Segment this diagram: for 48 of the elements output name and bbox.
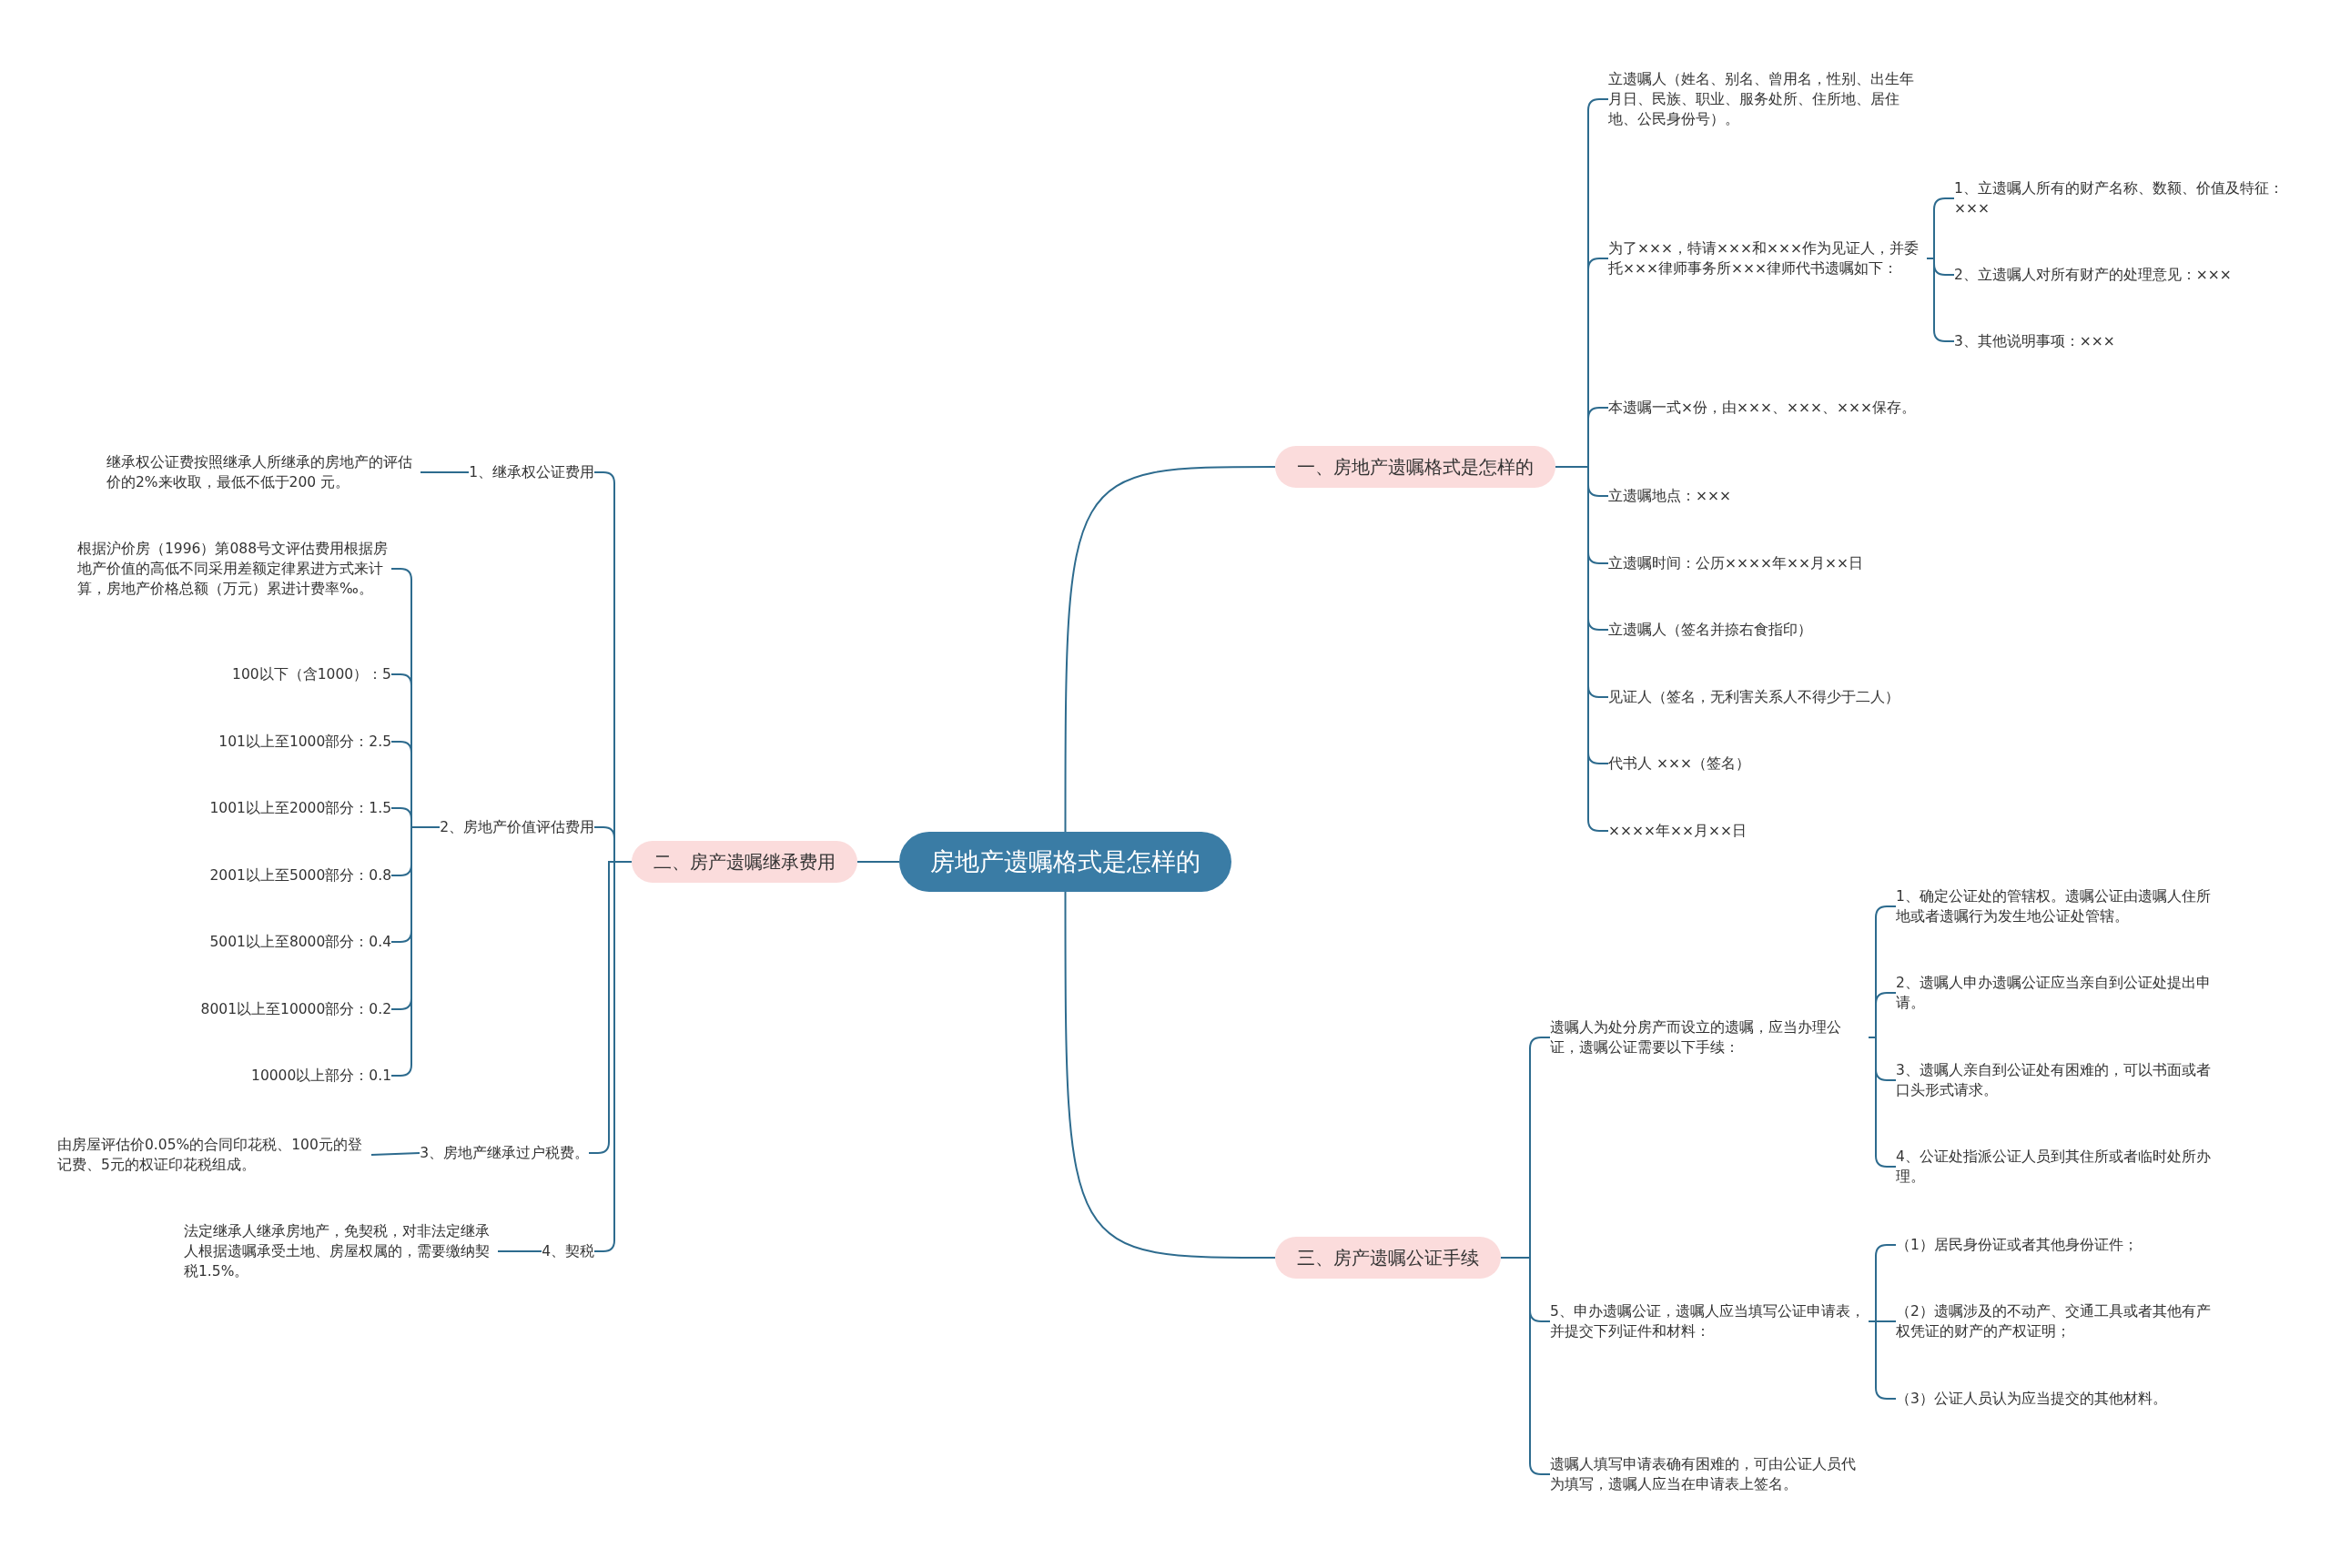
topic-text: 8001以上至10000部分：0.2 (200, 999, 391, 1019)
connector-line (420, 471, 470, 473)
topic-text: 由房屋评估价0.05%的合同印花税、100元的登记费、5元的权证印花税组成。 (57, 1135, 371, 1175)
branch-topic: 二、房产遗嘱继承费用 (632, 841, 857, 883)
topic-text: 1、立遗嘱人所有的财产名称、数额、价值及特征：××× (1954, 178, 2291, 218)
topic-text: 2001以上至5000部分：0.8 (209, 865, 391, 885)
topic-text: 4、契税 (542, 1241, 594, 1261)
connector-line (1064, 891, 1276, 1259)
connector-line (856, 861, 900, 863)
topic-text: 2、遗嘱人申办遗嘱公证应当亲自到公证处提出申请。 (1896, 973, 2214, 1013)
topic-text: 立遗嘱地点：××× (1608, 486, 1731, 506)
topic-text: ××××年××月××日 (1608, 821, 1747, 841)
connector-line (1500, 1257, 1551, 1475)
topic-text: （3）公证人员认为应当提交的其他材料。 (1896, 1389, 2214, 1409)
branch-topic: 一、房地产遗嘱格式是怎样的 (1275, 446, 1555, 488)
topic-text: 法定继承人继承房地产，免契税，对非法定继承人根据遗嘱承受土地、房屋权属的，需要缴纳契税1.5%。 (184, 1221, 498, 1281)
topic-text: 1、继承权公证费用 (469, 462, 594, 482)
topic-text: 10000以上部分：0.1 (251, 1066, 391, 1086)
topic-text: 3、遗嘱人亲自到公证处有困难的，可以书面或者口头形式请求。 (1896, 1060, 2214, 1100)
topic-text: 遗嘱人填写申请表确有困难的，可由公证人员代为填写，遗嘱人应当在申请表上签名。 (1550, 1454, 1869, 1494)
topic-text: 本遗嘱一式×份，由×××、×××、×××保存。 (1608, 398, 1927, 418)
topic-text: 根据沪价房（1996）第088号文评估费用根据房地产价值的高低不同采用差额定律累进方式来计算，房地产价格总额（万元）累进计费率‰。 (77, 539, 391, 599)
topic-text: 立遗嘱时间：公历××××年××月××日 (1608, 553, 1863, 573)
topic-text: （1）居民身份证或者其他身份证件； (1896, 1235, 2214, 1255)
topic-text: 1、确定公证处的管辖权。遗嘱公证由遗嘱人住所地或者遗嘱行为发生地公证处管辖。 (1896, 886, 2214, 926)
connector-line (1064, 466, 1276, 833)
topic-text: 立遗嘱人（签名并捺右食指印） (1608, 620, 1812, 640)
topic-text: 3、房地产继承过户税费。 (420, 1143, 589, 1163)
connector-line (370, 1152, 420, 1156)
topic-text: 101以上至1000部分：2.5 (218, 732, 391, 752)
topic-text: 继承权公证费按照继承人所继承的房地产的评估价的2%来收取，最低不低于200 元。 (106, 452, 420, 492)
topic-text: 1001以上至2000部分：1.5 (209, 798, 391, 818)
topic-text: （2）遗嘱涉及的不动产、交通工具或者其他有产权凭证的财产的产权证明； (1896, 1301, 2214, 1341)
topic-text: 见证人（签名，无利害关系人不得少于二人） (1608, 687, 1954, 707)
topic-text: 5001以上至8000部分：0.4 (209, 932, 391, 952)
topic-text: 2、立遗嘱人对所有财产的处理意见：××× (1954, 265, 2291, 285)
topic-text: 100以下（含1000）：5 (232, 664, 391, 684)
topic-text: 遗嘱人为处分房产而设立的遗嘱，应当办理公证，遗嘱公证需要以下手续： (1550, 1017, 1869, 1057)
topic-text: 5、申办遗嘱公证，遗嘱人应当填写公证申请表，并提交下列证件和材料： (1550, 1301, 1869, 1341)
topic-text: 代书人 ×××（签名） (1608, 754, 1750, 774)
topic-text: 为了×××，特请×××和×××作为见证人，并委托×××律师事务所×××律师代书遗嘱如下： (1608, 238, 1927, 278)
topic-text: 3、其他说明事项：××× (1954, 331, 2291, 351)
branch-topic: 三、房产遗嘱公证手续 (1275, 1237, 1501, 1279)
topic-text: 立遗嘱人（姓名、别名、曾用名，性别、出生年月日、民族、职业、服务处所、住所地、居住地、公民身份号）。 (1608, 69, 1927, 129)
topic-text: 2、房地产价值评估费用 (440, 817, 594, 837)
topic-text: 4、公证处指派公证人员到其住所或者临时处所办理。 (1896, 1147, 2214, 1187)
connector-line (497, 1250, 542, 1252)
central-topic: 房地产遗嘱格式是怎样的 (899, 832, 1231, 892)
